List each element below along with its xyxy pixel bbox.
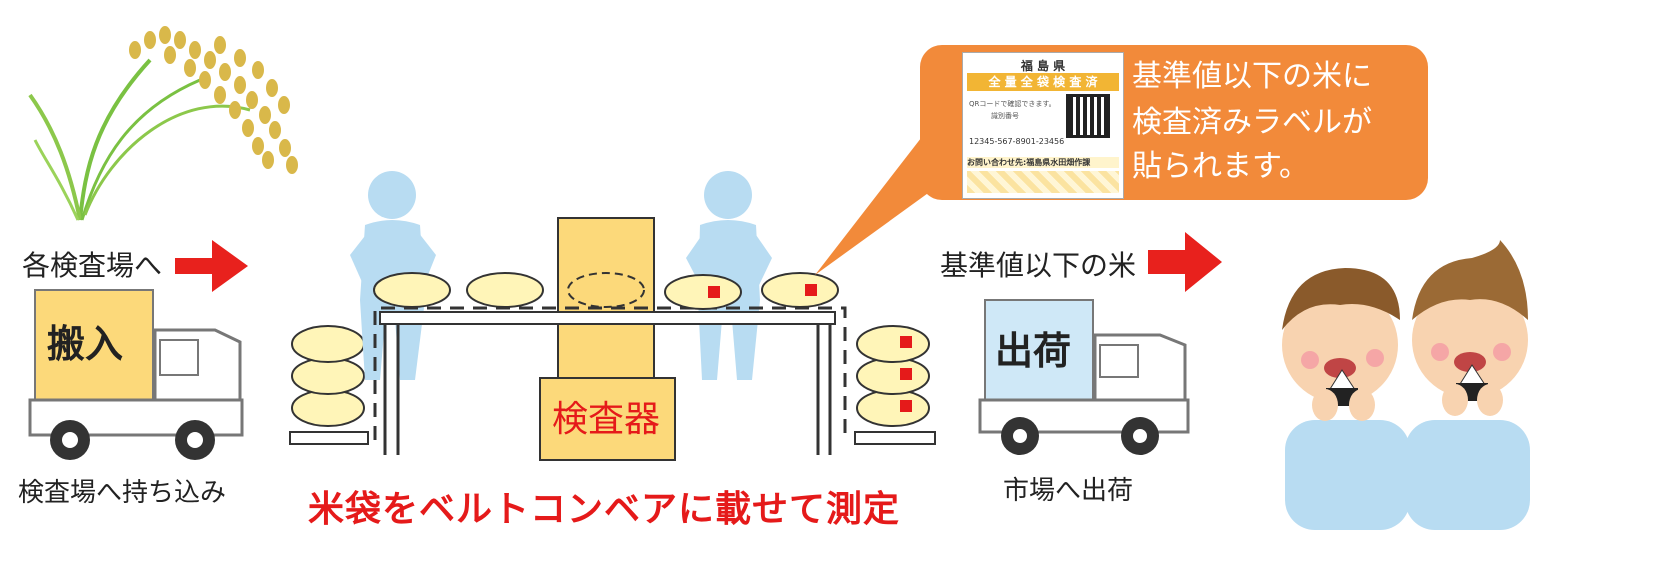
rice-bag-stack-right bbox=[854, 325, 936, 445]
label-decoration bbox=[967, 171, 1119, 193]
label-qr-note: QRコードで確認できます。 bbox=[969, 100, 1056, 108]
callout-line-1: 基準値以下の米に bbox=[1132, 59, 1372, 94]
callout-line-3: 貼られます。 bbox=[1132, 149, 1309, 184]
qr-code-icon bbox=[1066, 94, 1110, 138]
conveyor-caption: 米袋をベルトコンベアに載せて測定 bbox=[308, 489, 901, 530]
arrow-icon bbox=[175, 232, 1222, 292]
inspector-label: 検査器 bbox=[552, 399, 661, 440]
passed-rice-label: 基準値以下の米 bbox=[940, 249, 1137, 282]
ship-box-label: 出荷 bbox=[995, 329, 1072, 373]
label-id-number: 12345-567-8901-23456 bbox=[969, 137, 1065, 146]
conveyor-belt bbox=[373, 306, 847, 455]
kids-eating-icon bbox=[1282, 240, 1530, 530]
label-prefecture: 福 島 県 bbox=[1020, 59, 1066, 73]
label-contact: お問い合わせ先:福島県水田畑作課 bbox=[967, 157, 1119, 168]
rice-bag-stack-left bbox=[289, 325, 369, 445]
callout-line-2: 検査済みラベルが bbox=[1132, 105, 1372, 140]
inspector-machine bbox=[539, 217, 676, 461]
carry-in-box-label: 搬入 bbox=[47, 322, 124, 366]
ship-caption: 市場へ出荷 bbox=[1003, 476, 1134, 506]
truck-carry-in-icon bbox=[28, 289, 244, 460]
inspection-label-image: 福 島 県 全 量 全 袋 検 査 済 QRコードで確認できます。 識別番号 1… bbox=[962, 52, 1124, 199]
label-banner: 全 量 全 袋 検 査 済 bbox=[967, 73, 1119, 91]
label-id-caption: 識別番号 bbox=[991, 112, 1019, 120]
rice-bags-on-belt bbox=[373, 272, 839, 310]
carry-in-caption: 検査場へ持ち込み bbox=[18, 478, 227, 508]
rice-plant-icon bbox=[28, 26, 298, 221]
truck-ship-icon bbox=[978, 299, 1190, 455]
to-sites-label: 各検査場へ bbox=[22, 249, 163, 282]
